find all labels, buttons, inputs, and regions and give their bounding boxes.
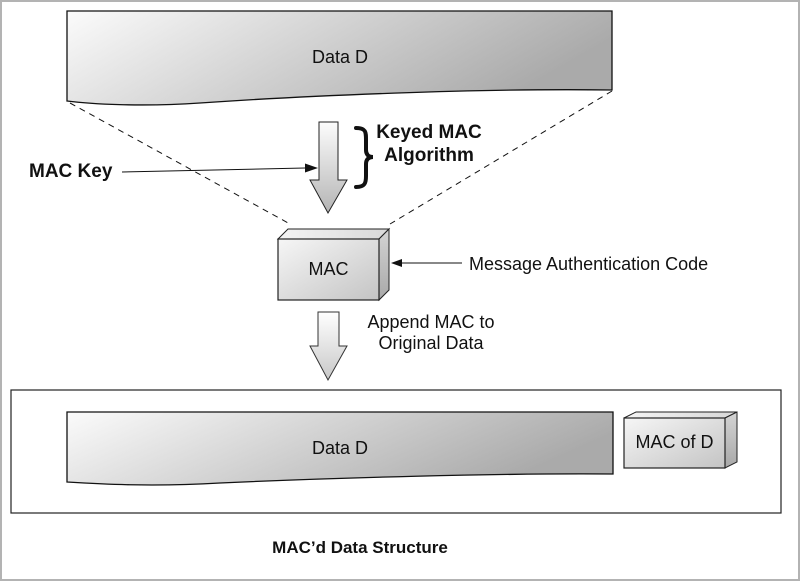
curly-brace-icon [354,126,374,189]
diagram-title: MAC’d Data Structure [272,538,448,557]
mac-key-label: MAC Key [29,161,113,182]
dashed-projection-left [69,102,291,225]
mac-description-label: Message Authentication Code [469,254,709,274]
mac-key-arrow-line [121,167,306,173]
mac-of-d-box-front [623,417,726,469]
down-arrow-algorithm [309,121,348,215]
bottom-data-document [66,411,614,486]
bottom-data-label: Data D [311,438,369,458]
algorithm-label: Keyed MAC Algorithm [374,121,484,167]
mac-box-label: MAC [308,259,349,279]
algorithm-label-line2: Algorithm [384,145,474,166]
mac-box-side [378,227,390,302]
mac-of-d-box [623,411,738,469]
top-data-label: Data D [311,47,369,67]
append-label: Append MAC to Original Data [356,312,506,354]
down-arrow-append [309,311,348,382]
mac-of-d-label: MAC of D [635,432,714,452]
mac-box [276,227,391,302]
algorithm-label-line1: Keyed MAC [376,122,482,143]
mac-box-front [277,238,380,301]
mac-of-d-box-top [623,411,738,419]
mac-box-top [276,228,391,240]
append-label-line2: Original Data [378,333,484,353]
mac-description-arrowhead [391,259,402,267]
top-data-document [66,10,613,106]
mac-of-d-box-side [724,411,738,469]
mac-key-arrowhead [305,163,318,173]
append-label-line1: Append MAC to [367,312,495,332]
